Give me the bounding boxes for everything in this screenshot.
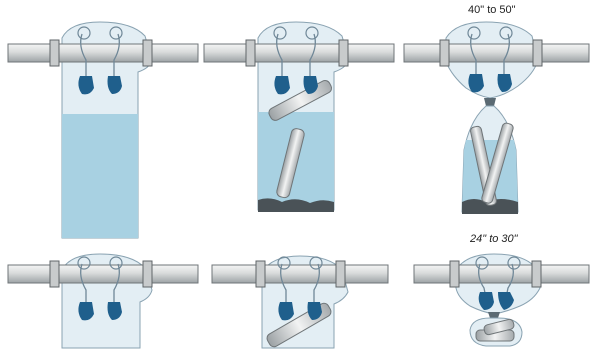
glove-sleeve-left (478, 263, 487, 299)
panel-bag-empty (7, 253, 199, 349)
pipe-collar-right (532, 39, 543, 67)
glove-sleeve-right (313, 263, 320, 304)
glove-left (78, 302, 94, 321)
glove-port-right (109, 26, 123, 40)
glove-right (497, 74, 512, 92)
glove-left (478, 292, 494, 310)
panel-bag-twisted-short (413, 253, 590, 347)
rod-resting (276, 128, 305, 199)
pipe-collar-left (49, 39, 60, 67)
debris-pile (258, 198, 334, 212)
glove-right (107, 76, 122, 94)
glove-sleeve-left (280, 263, 287, 304)
pipe-collar-left (255, 260, 266, 288)
glove-port-left (77, 256, 91, 270)
glove-port-right (507, 256, 521, 270)
pipe (211, 264, 389, 284)
glove-sleeve-right (505, 263, 514, 299)
panel-rod-dropped-into-bag (203, 21, 395, 212)
rod-in-separated-bag-2 (483, 318, 515, 336)
glove-right (498, 292, 514, 310)
dimension-label-top: 40" to 50" (468, 4, 516, 16)
pipe (413, 264, 590, 284)
debris-pile (462, 199, 518, 214)
twist-tie (488, 312, 500, 318)
pipe-collar-right (335, 260, 346, 288)
twist-tie (484, 98, 496, 106)
pipe (7, 43, 199, 63)
pipe-collar-right (142, 39, 153, 67)
glove-port-right (309, 256, 323, 270)
panel-rod-dropped-into-bag-2 (211, 255, 389, 349)
glove-port-right (109, 256, 123, 270)
glove-port-left (475, 256, 489, 270)
pipe-collar-right (338, 39, 349, 67)
glove-right (303, 76, 318, 94)
glove-bag-upper (455, 253, 541, 315)
glove-port-right (499, 26, 513, 40)
pipe-collar-left (449, 260, 460, 288)
glove-port-left (273, 26, 287, 40)
glove-sleeve-left (470, 33, 477, 76)
pipe (403, 43, 590, 63)
glove-port-right (305, 26, 319, 40)
glove-right (107, 302, 122, 320)
glove-port-left (467, 26, 481, 40)
glove-left (278, 302, 294, 321)
panel-bag-twisted-and-separated (403, 21, 590, 214)
pipe-collar-right (531, 260, 542, 288)
glove-port-left (77, 26, 91, 40)
dimension-label-bottom: 24" to 30" (470, 233, 518, 245)
pipe (203, 43, 395, 63)
glove-port-left (277, 256, 291, 270)
glove-sleeve-right (113, 263, 120, 304)
rod-in-separated-bag-2 (481, 122, 514, 204)
liquid-fill (62, 114, 138, 238)
glove-sleeve-right (113, 33, 120, 76)
glove-right (307, 302, 322, 320)
glove-left (274, 76, 290, 95)
glove-sleeve-right (503, 33, 510, 76)
glove-sleeve-left (276, 33, 283, 76)
glove-sleeve-right (309, 33, 316, 76)
glove-left (468, 74, 484, 93)
pipe-collar-left (245, 39, 256, 67)
glove-sleeve-left (80, 33, 87, 76)
pipe-collar-right (142, 260, 153, 288)
pipe-collar-left (49, 260, 60, 288)
glove-sleeve-left (80, 263, 87, 304)
panel-bag-filled-with-liquid (7, 21, 199, 239)
pipe-collar-left (439, 39, 450, 67)
pipe (7, 264, 199, 284)
glove-left (78, 76, 94, 95)
